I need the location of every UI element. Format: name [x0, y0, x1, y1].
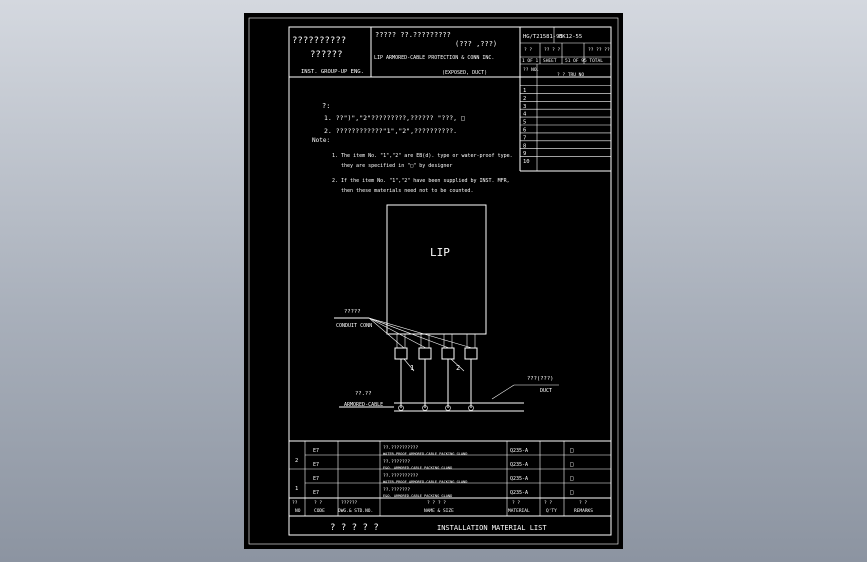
material-row-no: 2	[295, 458, 298, 464]
material-row-checkbox: □	[570, 461, 574, 468]
revision-row-no: 5	[523, 120, 526, 126]
footer-title-cn: ? ? ? ? ?	[330, 523, 379, 533]
revision-row-no: 9	[523, 151, 526, 157]
material-row-material: Q235-A	[510, 448, 528, 454]
sheet-label-b: ?? ? ?	[544, 47, 561, 53]
notes-line2: 2. ????????????"1","2",??????????.	[324, 127, 457, 135]
revision-header-item: ? ? TRU NO	[557, 72, 584, 78]
std-number: HG/T21581-95	[523, 34, 563, 40]
cable-label-cn: ??.??	[355, 391, 372, 397]
material-list-table: ?? NO ? ? CODE ?????? DWG.& STD.NO. ? ? …	[289, 440, 611, 533]
duct-label-cn: ???(???)	[527, 376, 554, 382]
material-row-code: E7	[313, 490, 319, 496]
cable-label-en: ARMORED-CABLE	[344, 402, 383, 408]
material-row-name-en: WATER-PROOF ARMORED-CABLE PACKING GLAND	[383, 452, 467, 456]
inner-frame	[288, 26, 612, 536]
header-code: CODE	[314, 508, 325, 514]
material-row-material: Q235-A	[510, 462, 528, 468]
header-dwg: DWG.& STD.NO.	[338, 508, 373, 514]
material-row-name-cn: ??.??????????	[383, 473, 419, 479]
notes-en1a: 1. The item No. "1","2" are EB(d). type …	[332, 153, 513, 159]
header-no: NO	[295, 508, 301, 514]
revision-row-no: 7	[523, 135, 526, 141]
callout-2: 2	[456, 364, 460, 372]
material-row-checkbox: □	[570, 447, 574, 454]
header-no-cn: ??	[292, 500, 298, 506]
revision-row-no: 8	[523, 143, 526, 149]
header-qty: Q'TY	[546, 508, 557, 514]
lip-box	[386, 204, 487, 335]
header-qty-cn: ? ?	[544, 500, 552, 506]
material-row-name-en: E&O. ARMORED-CABLE PACKING GLAND	[383, 494, 452, 498]
sheet-of: 1 OF 1	[522, 58, 539, 64]
notes-heading-en: Note:	[312, 137, 330, 144]
title-center-line2: (??? ,???)	[455, 40, 497, 48]
material-row-name-cn: ??.??????????	[383, 445, 419, 451]
conduit-label-en: CONDUIT CONN	[336, 323, 372, 329]
revision-row-no: 6	[523, 128, 526, 134]
header-material-cn: ? ?	[512, 500, 520, 506]
revision-row-no: 10	[523, 159, 530, 165]
title-center-line3: LIP ARMORED-CABLE PROTECTION & CONN INC.	[374, 55, 494, 61]
gland-4	[464, 333, 478, 408]
notes-heading-cn: ?:	[322, 102, 330, 110]
header-name-cn: ? ? ? ?	[427, 500, 446, 506]
material-row-code: E7	[313, 476, 319, 482]
material-row-code: E7	[313, 448, 319, 454]
material-row-name-en: E&O. ARMORED-CABLE PACKING GLAND	[383, 466, 452, 470]
material-row-checkbox: □	[570, 475, 574, 482]
title-block: ?????????? ?????? INST. GROUP-UP ENG. ??…	[289, 27, 611, 171]
drawing-number: HK12-55	[559, 34, 582, 40]
duct-label-en: DUCT	[540, 388, 552, 394]
title-left-line2: ??????	[310, 50, 343, 60]
sheet-label-a: ? ?	[524, 47, 532, 53]
revision-header-no: ?? NO.	[523, 67, 539, 73]
gland-1	[394, 333, 408, 408]
revision-table: ?? NO. ? ? TRU NO 1 2 3 4 5 67 8 9 10	[520, 64, 611, 172]
sheet-label: SHEET	[543, 58, 557, 64]
header-remarks: REMARKS	[574, 508, 593, 514]
title-left-line3: INST. GROUP-UP ENG.	[301, 69, 364, 75]
notes-line1: 1. ??")","2"?????????,?????? "???, □	[324, 114, 465, 122]
header-dwg-cn: ??????	[341, 500, 358, 506]
sheet-total: 51 OF 95 TOTAL	[565, 58, 603, 64]
lip-diagram: LIP ????? CONDUIT CONN	[334, 204, 559, 412]
gland-3	[441, 333, 455, 408]
lip-label: LIP	[430, 246, 450, 259]
header-code-cn: ? ?	[314, 500, 322, 506]
drawing-canvas: ?????????? ?????? INST. GROUP-UP ENG. ??…	[248, 17, 619, 545]
title-center-line4: (EXPOSED, DUCT)	[442, 70, 487, 76]
footer-title-en: INSTALLATION MATERIAL LIST	[437, 524, 547, 532]
notes: ?: 1. ??")","2"?????????,?????? "???, □ …	[312, 102, 513, 194]
notes-en2b: then these materials need not to be coun…	[341, 188, 473, 194]
header-remarks-cn: ? ?	[579, 500, 587, 506]
gland-2	[418, 333, 432, 408]
notes-en2a: 2. If the item No. "1","2" have been sup…	[332, 178, 510, 184]
callout-1: 1	[410, 364, 414, 372]
drawing-sheet: ?????????? ?????? INST. GROUP-UP ENG. ??…	[244, 13, 623, 549]
outer-frame	[248, 17, 619, 545]
material-row-material: Q235-A	[510, 490, 528, 496]
material-row-no: 1	[295, 486, 298, 492]
material-row-code: E7	[313, 462, 319, 468]
revision-row-no: 2	[523, 96, 526, 102]
header-material: MATERIAL	[508, 508, 530, 514]
notes-en1b: they are specified in "□" by designer	[341, 163, 452, 169]
title-center-line1: ????? ??.?????????	[375, 31, 451, 39]
material-row-name-cn: ??.???????	[383, 459, 410, 465]
conduit-label-cn: ?????	[344, 309, 361, 315]
title-left-line1: ??????????	[292, 36, 346, 46]
material-row-name-cn: ??.???????	[383, 487, 410, 493]
revision-row-no: 1	[523, 88, 526, 94]
sheet-label-c: ?? ?? ??	[588, 47, 610, 53]
revision-row-no: 3	[523, 104, 526, 110]
material-row-name-en: WATER-PROOF ARMORED-CABLE PACKING GLAND	[383, 480, 467, 484]
material-row-material: Q235-A	[510, 476, 528, 482]
header-name: NAME & SIZE	[424, 508, 454, 514]
material-row-checkbox: □	[570, 489, 574, 496]
revision-row-no: 4	[523, 112, 527, 118]
